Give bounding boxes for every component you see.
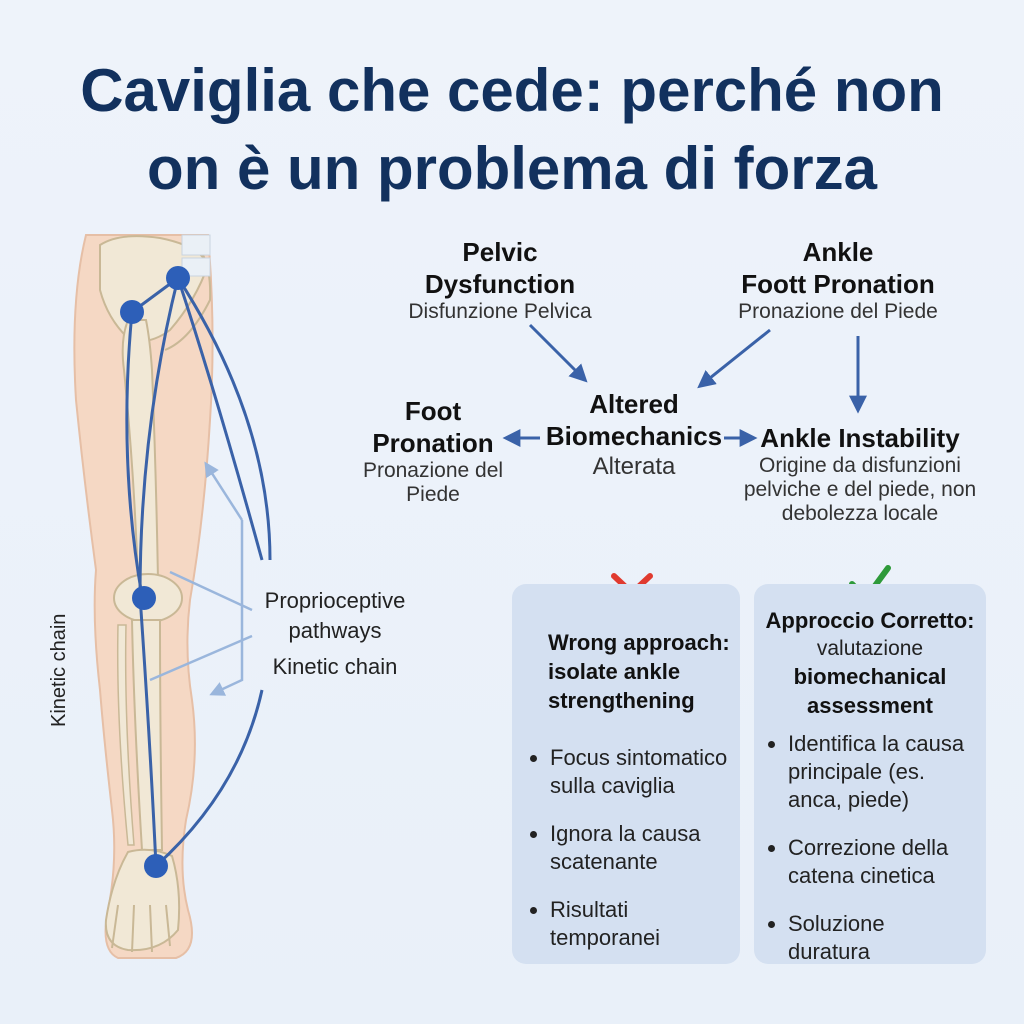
instability-title: Ankle Instability — [760, 423, 960, 453]
ankle-foot-title-2: Foott Pronation — [741, 269, 935, 299]
pelvic-title-1: Pelvic — [462, 237, 538, 267]
foot-subtitle-2: Piede — [406, 483, 460, 506]
correct-approach-list: Identifica la causa principale (es. anca… — [760, 730, 984, 986]
arrow-ankle-to-altered — [697, 328, 771, 389]
correct-item-3-line-1: Soluzione — [788, 911, 885, 936]
foot-title-2: Pronation — [372, 428, 494, 458]
ankle-foot-subtitle: Pronazione del Piede — [738, 300, 938, 323]
altered-subtitle: Alterata — [592, 453, 676, 480]
wrong-approach-card: Wrong approach: isolate ankle strengthen… — [512, 584, 740, 964]
correct-heading-4: assessment — [807, 693, 933, 718]
list-item: Risultati temporanei — [522, 896, 738, 952]
correct-item-1-line-3: anca, piede) — [788, 787, 910, 812]
correct-heading-2: valutazione — [816, 637, 924, 660]
node-foot-pronation: Foot Pronation Pronazione del Piede — [348, 395, 518, 507]
proprioceptive-lines — [149, 461, 253, 696]
list-item: Focus sintomatico sulla caviglia — [522, 744, 738, 800]
correct-heading-3: biomechanical — [793, 664, 947, 689]
node-altered-biomechanics: Altered Biomechanics Alterata — [538, 388, 730, 482]
wrong-item-1-line-2: sulla caviglia — [550, 773, 675, 798]
wrong-heading-2: isolate ankle — [548, 659, 681, 684]
list-item: Correzione della catena cinetica — [760, 834, 984, 890]
correct-heading-1: Approccio Corretto: — [765, 608, 975, 633]
fibula-bone — [116, 624, 135, 846]
ankle-node — [144, 854, 168, 878]
proprioceptive-label: Proprioceptive pathways Kinetic chain — [250, 586, 420, 682]
list-item: Ignora la causa scatenante — [522, 820, 738, 876]
list-item: Soluzione duratura — [760, 910, 984, 966]
node-ankle-instability: Ankle Instability Origine da disfunzioni… — [730, 422, 990, 526]
hip-node-1 — [166, 266, 190, 290]
kinetic-chain-vertical-label: Kinetic chain — [48, 613, 70, 727]
correct-item-3-line-2: duratura — [788, 939, 870, 964]
wrong-item-2-line-2: scatenante — [550, 849, 658, 874]
wrong-item-3-line-2: temporanei — [550, 925, 661, 950]
proprioceptive-line-2: pathways — [288, 618, 382, 643]
instability-desc-2: pelviche e del piede, non — [743, 478, 977, 501]
correct-approach-heading: Approccio Corretto: valutazione biomecha… — [754, 606, 986, 720]
title-line-1: Caviglia che cede: perché non — [80, 57, 944, 124]
proprioceptive-line-1: Proprioceptive — [264, 588, 406, 613]
wrong-heading-3: strengthening — [548, 688, 695, 713]
node-pelvic-dysfunction: Pelvic Dysfunction Disfunzione Pelvica — [370, 236, 630, 324]
diagram-arrows — [502, 323, 867, 447]
ankle-foot-title-1: Ankle — [802, 237, 874, 267]
altered-title-1: Altered — [589, 389, 679, 419]
pelvic-title-2: Dysfunction — [424, 269, 576, 299]
instability-desc-1: Origine da disfunzioni — [759, 454, 961, 477]
correct-item-1-line-1: Identifica la causa — [788, 731, 965, 756]
page-title: Caviglia che cede: perché non on è un pr… — [0, 52, 1024, 208]
foot-subtitle-1: Pronazione del — [362, 459, 504, 482]
instability-desc-3: debolezza locale — [781, 502, 939, 525]
wrong-approach-list: Focus sintomatico sulla caviglia Ignora … — [522, 744, 738, 972]
correct-item-1-line-2: principale (es. — [788, 759, 925, 784]
altered-title-2: Biomechanics — [545, 421, 723, 451]
list-item: Identifica la causa principale (es. anca… — [760, 730, 984, 814]
node-ankle-foot-pronation: Ankle Foott Pronation Pronazione del Pie… — [710, 236, 966, 324]
title-line-2: on è un problema di forza — [146, 135, 878, 202]
foot-title-1: Foot — [404, 396, 462, 426]
correct-item-2-line-2: catena cinetica — [788, 863, 935, 888]
wrong-approach-heading: Wrong approach: isolate ankle strengthen… — [548, 628, 740, 715]
wrong-item-2-line-1: Ignora la causa — [550, 821, 701, 846]
pelvic-subtitle: Disfunzione Pelvica — [408, 300, 592, 323]
correct-item-2-line-1: Correzione della — [788, 835, 949, 860]
correct-approach-card: Approccio Corretto: valutazione biomecha… — [754, 584, 986, 964]
kinetic-chain-label: Kinetic chain — [272, 654, 398, 679]
arrow-pelvic-to-altered — [528, 323, 588, 383]
knee-node — [132, 586, 156, 610]
wrong-heading-1: Wrong approach: — [548, 630, 730, 655]
wrong-item-3-line-1: Risultati — [550, 897, 629, 922]
wrong-item-1-line-1: Focus sintomatico — [550, 745, 728, 770]
hip-node-2 — [120, 300, 144, 324]
